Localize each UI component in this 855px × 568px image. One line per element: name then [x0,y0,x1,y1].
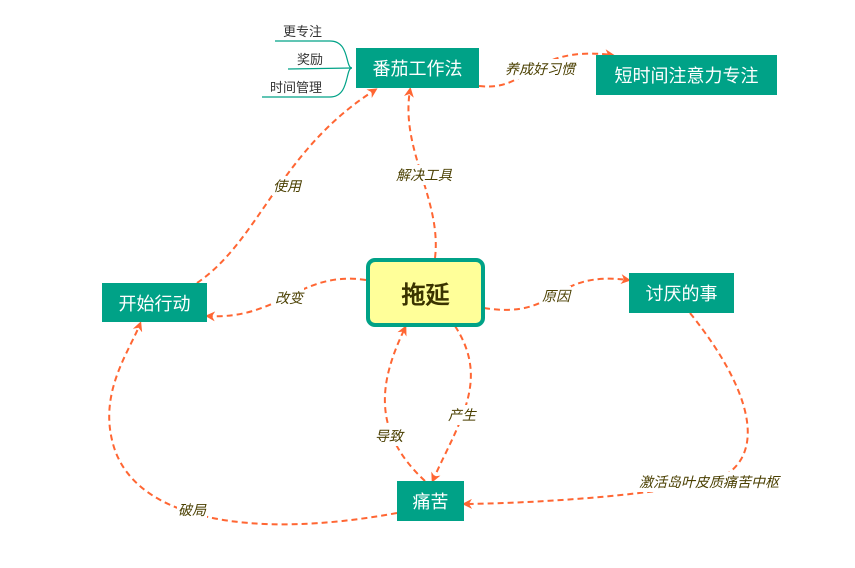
edge-center-to-start [205,277,367,322]
subtopic-time-management[interactable]: 时间管理 [270,81,323,96]
subtopic-focus-more[interactable]: 更专注 [283,25,323,40]
edge-label-cause: 导致 [374,426,404,446]
node-start-action[interactable]: 开始行动 [102,283,207,322]
edge-label-produce: 产生 [447,405,477,425]
edge-pomodoro-to-focus [478,49,615,88]
subtopic-reward[interactable]: 奖励 [297,53,324,68]
subtopic-connectors [262,40,353,98]
edge-label-tool: 解决工具 [395,165,453,185]
edge-start-to-pomodoro [196,88,378,284]
node-pomodoro[interactable]: 番茄工作法 [356,48,479,88]
edge-pain-to-start [108,321,398,526]
edge-label-habit: 养成好习惯 [504,59,576,79]
center-topic[interactable]: 拖延 [366,258,485,327]
edge-label-activate: 激活岛叶皮质痛苦中枢 [638,472,780,492]
edge-label-breakthrough: 破局 [177,500,207,520]
edge-center-to-pain [431,325,472,483]
edge-label-use: 使用 [272,176,302,196]
edge-label-reason: 原因 [541,286,571,306]
node-dislike[interactable]: 讨厌的事 [629,273,734,313]
node-pain[interactable]: 痛苦 [397,481,464,521]
node-focus[interactable]: 短时间注意力专注 [596,55,777,95]
edge-label-change: 改变 [274,288,304,308]
edge-pain-to-center [384,325,426,482]
